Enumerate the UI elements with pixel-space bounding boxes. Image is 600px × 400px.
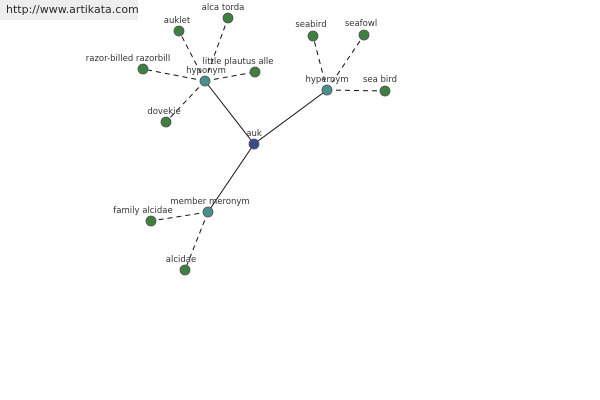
leaf-node-label[interactable]: little plautus alle	[202, 57, 273, 67]
node-sea-bird[interactable]: sea bird	[363, 75, 397, 97]
source-link[interactable]: http://www.artikata.com	[0, 0, 139, 20]
leaf-node-circle[interactable]	[145, 215, 157, 227]
node-seabird[interactable]: seabird	[295, 20, 327, 42]
relation-node-circle[interactable]	[321, 84, 333, 96]
leaf-node-circle[interactable]	[222, 12, 234, 24]
node-member-meronym[interactable]: member meronym	[170, 197, 250, 218]
leaf-node-label[interactable]: sea bird	[363, 75, 397, 85]
edge-hyponym-razor-billed-razorbill	[142, 68, 206, 82]
edge-hyponym-auklet	[178, 30, 206, 82]
node-dovekie[interactable]: dovekie	[147, 107, 181, 128]
node-little-plautus-alle[interactable]: little plautus alle	[202, 57, 274, 78]
leaf-node-circle[interactable]	[307, 30, 319, 42]
node-hyponym[interactable]: hyponym	[186, 66, 226, 87]
leaf-node-label[interactable]: family alcidae	[113, 206, 172, 216]
leaf-node-label[interactable]: seabird	[295, 20, 326, 30]
node-alcidae[interactable]: alcidae	[166, 255, 196, 276]
node-razor-billed-razorbill[interactable]: razor-billed razorbill	[86, 54, 171, 75]
leaf-node-circle[interactable]	[358, 29, 370, 41]
relation-node-label[interactable]: hyponym	[186, 66, 226, 76]
edge-auk-hyponym	[204, 80, 255, 145]
edge-auk-hypernym	[253, 89, 328, 145]
node-auk[interactable]: auk	[246, 129, 262, 150]
relation-node-circle[interactable]	[199, 75, 211, 87]
edge-hypernym-seabird	[312, 35, 328, 91]
node-hypernym[interactable]: hypernym	[305, 75, 349, 96]
relation-node-circle[interactable]	[202, 206, 214, 218]
leaf-node-label[interactable]: seafowl	[345, 19, 377, 29]
leaf-node-label[interactable]: dovekie	[147, 107, 180, 117]
leaf-node-circle[interactable]	[379, 85, 391, 97]
node-seafowl[interactable]: seafowl	[345, 19, 377, 41]
leaf-node-circle[interactable]	[179, 264, 191, 276]
node-auklet[interactable]: auklet	[164, 16, 191, 37]
relation-node-label[interactable]: member meronym	[170, 197, 249, 207]
edge-hyponym-dovekie	[165, 80, 206, 123]
leaf-node-label[interactable]: alcidae	[166, 255, 196, 265]
leaf-node-circle[interactable]	[173, 25, 185, 37]
graph-nodes: auklet alca torda razor-billed razorbill li…	[86, 3, 397, 276]
root-node-label[interactable]: auk	[246, 129, 262, 139]
leaf-node-circle[interactable]	[137, 63, 149, 75]
edge-member-meronym-family-alcidae	[150, 211, 209, 222]
leaf-node-label[interactable]: razor-billed razorbill	[86, 54, 171, 64]
edge-auk-member-meronym	[207, 143, 255, 213]
edge-member-meronym-alcidae	[184, 211, 209, 271]
graph-edges	[142, 17, 386, 271]
node-alca-torda[interactable]: alca torda	[202, 3, 245, 24]
leaf-node-circle[interactable]	[249, 66, 261, 78]
edge-hyponym-alca-torda	[204, 17, 229, 82]
leaf-node-label[interactable]: alca torda	[202, 3, 245, 13]
leaf-node-label[interactable]: auklet	[164, 16, 191, 26]
node-family-alcidae[interactable]: family alcidae	[113, 206, 173, 227]
edge-hypernym-seafowl	[326, 34, 365, 91]
root-node-circle[interactable]	[248, 138, 260, 150]
edge-hypernym-sea-bird	[326, 89, 386, 92]
leaf-node-circle[interactable]	[160, 116, 172, 128]
relation-node-label[interactable]: hypernym	[305, 75, 348, 85]
